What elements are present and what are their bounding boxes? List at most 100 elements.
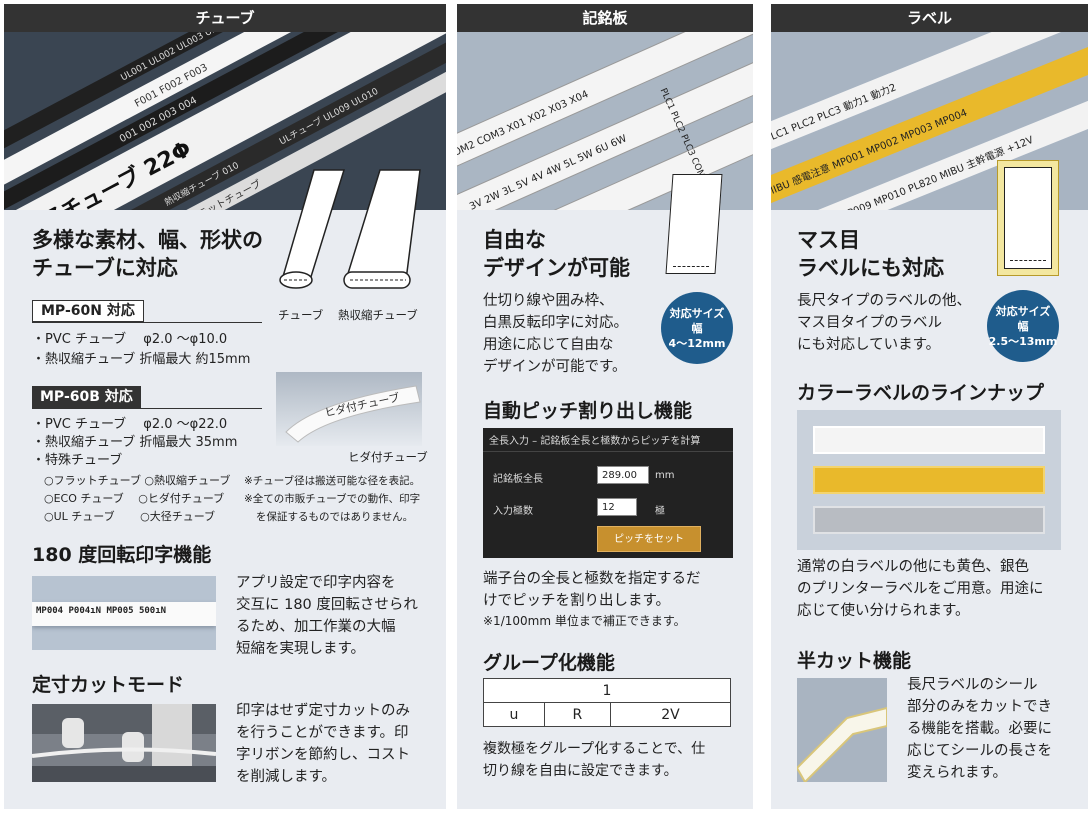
silver-label-sample (813, 506, 1045, 534)
set-pitch-button[interactable]: ピッチをセット (597, 526, 701, 552)
hida-tube-photo: ヒダ付チューブ (276, 372, 422, 446)
rotate-photo-text: MP004 P004ıN MP005 500ıN (36, 606, 167, 616)
mp60n-specs: ・PVC チューブ φ2.0 〜φ10.0 ・熱収縮チューブ 折幅最大 約15m… (32, 330, 250, 370)
rotate-photo: MP004 P004ıN MP005 500ıN (32, 576, 216, 650)
special-tube-item: ○フラットチューブ ○熱収縮チューブ (44, 474, 231, 487)
text-line: 長尺ラベルのシール (907, 677, 1038, 693)
group-cell: R (543, 702, 611, 727)
width-arrow-icon (672, 266, 710, 267)
group-cell: u (483, 702, 545, 727)
label-column: ラベル PLC1 PLC2 PLC3 動力1 動力2 MIBU 感電注意 MP0… (771, 4, 1088, 809)
size-badge: 対応サイズ 幅 2.5〜13mm (987, 290, 1059, 362)
note-line: ※チューブ径は搬送可能な径を表記。 (244, 475, 421, 487)
cut-machine-graphic (32, 704, 216, 782)
text-line: 長尺タイプのラベルの他、 (797, 293, 971, 309)
halfcut-photo (797, 678, 887, 782)
headline-line: ラベルにも対応 (797, 256, 944, 280)
note-line: を保証するものではありません。 (256, 511, 414, 523)
color-title: カラーラベルのラインナップ (797, 382, 1045, 404)
text-line: るため、加工作業の大幅 (236, 619, 396, 635)
group-top-cell: 1 (483, 678, 731, 703)
color-text: 通常の白ラベルの他にも黄色、銀色 のプリンターラベルをご用意。用途に 応じて使い… (797, 556, 1044, 622)
yellow-label-sample (813, 466, 1045, 494)
size-badge: 対応サイズ 幅 4〜12mm (661, 292, 733, 364)
field-unit: mm (655, 470, 675, 481)
column-header: チューブ (4, 4, 446, 32)
field-label: 入力極数 (493, 506, 533, 517)
special-tube-item: ○ECO チューブ ○ヒダ付チューブ (44, 492, 225, 505)
field-label: 記銘板全長 (493, 474, 543, 485)
group-cell: 2V (609, 702, 732, 727)
spec-line: ・特殊チューブ (32, 453, 123, 468)
color-label-samples (797, 410, 1061, 550)
special-tube-item: ○UL チューブ ○大径チューブ (44, 510, 216, 523)
cut-title: 定寸カットモード (32, 674, 185, 696)
nameplate-photo-graphic: COM2 COM3 X01 X02 X03 X04 3V 2W 3L 5V 4V… (457, 32, 753, 210)
hida-label: ヒダ付チューブ (348, 450, 428, 464)
label-diagram (997, 160, 1059, 276)
total-length-input[interactable]: 289.00 (597, 466, 649, 484)
halfcut-title: 半カット機能 (797, 650, 912, 672)
halfcut-graphic (797, 678, 887, 782)
cut-text: 印字はせず定寸カットのみ を行うことができます。印 字リボンを節約し、コスト を… (236, 700, 410, 788)
group-table: 1 u R 2V (483, 678, 732, 727)
diagram-label-tube: チューブ (278, 308, 324, 322)
label-text: 長尺タイプのラベルの他、 マス目タイプのラベル にも対応しています。 (797, 290, 971, 356)
hida-tube-graphic: ヒダ付チューブ (276, 372, 422, 446)
text-line: デザインが可能です。 (483, 359, 627, 375)
nameplate-text: 仕切り線や囲み枠、 白黒反転印字に対応。 用途に応じて自由な デザインが可能です… (483, 290, 628, 378)
rotate-title: 180 度回転印字機能 (32, 544, 212, 566)
white-label-sample (813, 426, 1045, 454)
nameplate-headline: 自由な デザインが可能 (483, 226, 630, 282)
spec-line: ・熱収縮チューブ 折幅最大 35mm (32, 435, 238, 450)
text-line: のプリンターラベルをご用意。用途に (797, 581, 1044, 597)
text-line: アプリ設定で印字内容を (236, 575, 396, 591)
text-line: 切り線を自由に設定できます。 (483, 763, 678, 779)
pitch-title: 自動ピッチ割り出し機能 (483, 400, 693, 422)
badge-line: 対応サイズ (669, 306, 725, 320)
mp60b-title: MP-60B 対応 (32, 386, 141, 408)
tube-column: チューブ 大径チューブ 22Φ F001 F002 F003 001 002 0… (4, 4, 446, 809)
badge-line: 幅 (1017, 319, 1029, 333)
column-header: 記銘板 (457, 4, 753, 32)
pole-count-input[interactable]: 12 (597, 498, 637, 516)
text-line: 用途に応じて自由な (483, 337, 614, 353)
diagram-label-heatshrink: 熱収縮チューブ (338, 308, 418, 322)
group-title: グループ化機能 (483, 652, 615, 674)
badge-line: 幅 (691, 321, 703, 335)
group-text: 複数極をグループ化することで、仕 切り線を自由に設定できます。 (483, 738, 705, 782)
cut-photo (32, 704, 216, 782)
pitch-text: 端子台の全長と極数を指定するだ けでピッチを割り出します。 ※1/100mm 単… (483, 568, 701, 630)
text-line: 印字はせず定寸カットのみ (236, 703, 410, 719)
mp60b-heading: MP-60B 対応 (32, 386, 262, 409)
text-line: 白黒反転印字に対応。 (483, 315, 628, 331)
mp60n-heading: MP-60N 対応 (32, 300, 262, 323)
dialog-title: 全長入力 – 記銘板全長と極数からピッチを計算 (483, 428, 733, 452)
spec-line: ・PVC チューブ φ2.0 〜φ22.0 (32, 417, 228, 432)
text-line: 複数極をグループ化することで、仕 (483, 741, 706, 757)
nameplate-column: 記銘板 COM2 COM3 X01 X02 X03 X04 3V 2W 3L 5… (457, 4, 753, 809)
headline-line: チューブに対応 (32, 256, 178, 280)
tube-photo: 大径チューブ 22Φ F001 F002 F003 001 002 003 00… (4, 32, 446, 210)
note-line: ※全ての市販チューブでの動作、印字 (244, 493, 421, 505)
badge-line: 4〜12mm (668, 336, 726, 350)
special-tube-list: ○フラットチューブ ○熱収縮チューブ ○ECO チューブ ○ヒダ付チューブ ○U… (44, 472, 230, 526)
text-line: 字リボンを節約し、コスト (236, 747, 410, 763)
text-line: を削減します。 (236, 769, 337, 785)
column-header: ラベル (771, 4, 1088, 32)
tube-headline: 多様な素材、幅、形状の チューブに対応 (32, 226, 263, 282)
spec-line: ・PVC チューブ φ2.0 〜φ10.0 (32, 332, 228, 347)
text-line: 部分のみをカットでき (907, 699, 1052, 715)
text-line: 通常の白ラベルの他にも黄色、銀色 (797, 559, 1029, 575)
field-unit: 極 (655, 506, 665, 517)
text-line: を行うことができます。印 (236, 725, 409, 741)
text-line: 短縮を実現します。 (236, 641, 366, 657)
note-line: ※1/100mm 単位まで補正できます。 (483, 614, 686, 628)
tube-photo-graphic: 大径チューブ 22Φ F001 F002 F003 001 002 003 00… (4, 32, 446, 210)
width-arrow-icon (1010, 260, 1046, 261)
text-line: けでピッチを割り出します。 (483, 593, 671, 609)
text-line: 仕切り線や囲み枠、 (483, 293, 614, 309)
spec-line: ・熱収縮チューブ 折幅最大 約15mm (32, 352, 251, 367)
rotate-text: アプリ設定で印字内容を 交互に 180 度回転させられ るため、加工作業の大幅 … (236, 572, 418, 660)
tube-notes: ※チューブ径は搬送可能な径を表記。 ※全ての市販チューブでの動作、印字 を保証す… (244, 472, 420, 526)
